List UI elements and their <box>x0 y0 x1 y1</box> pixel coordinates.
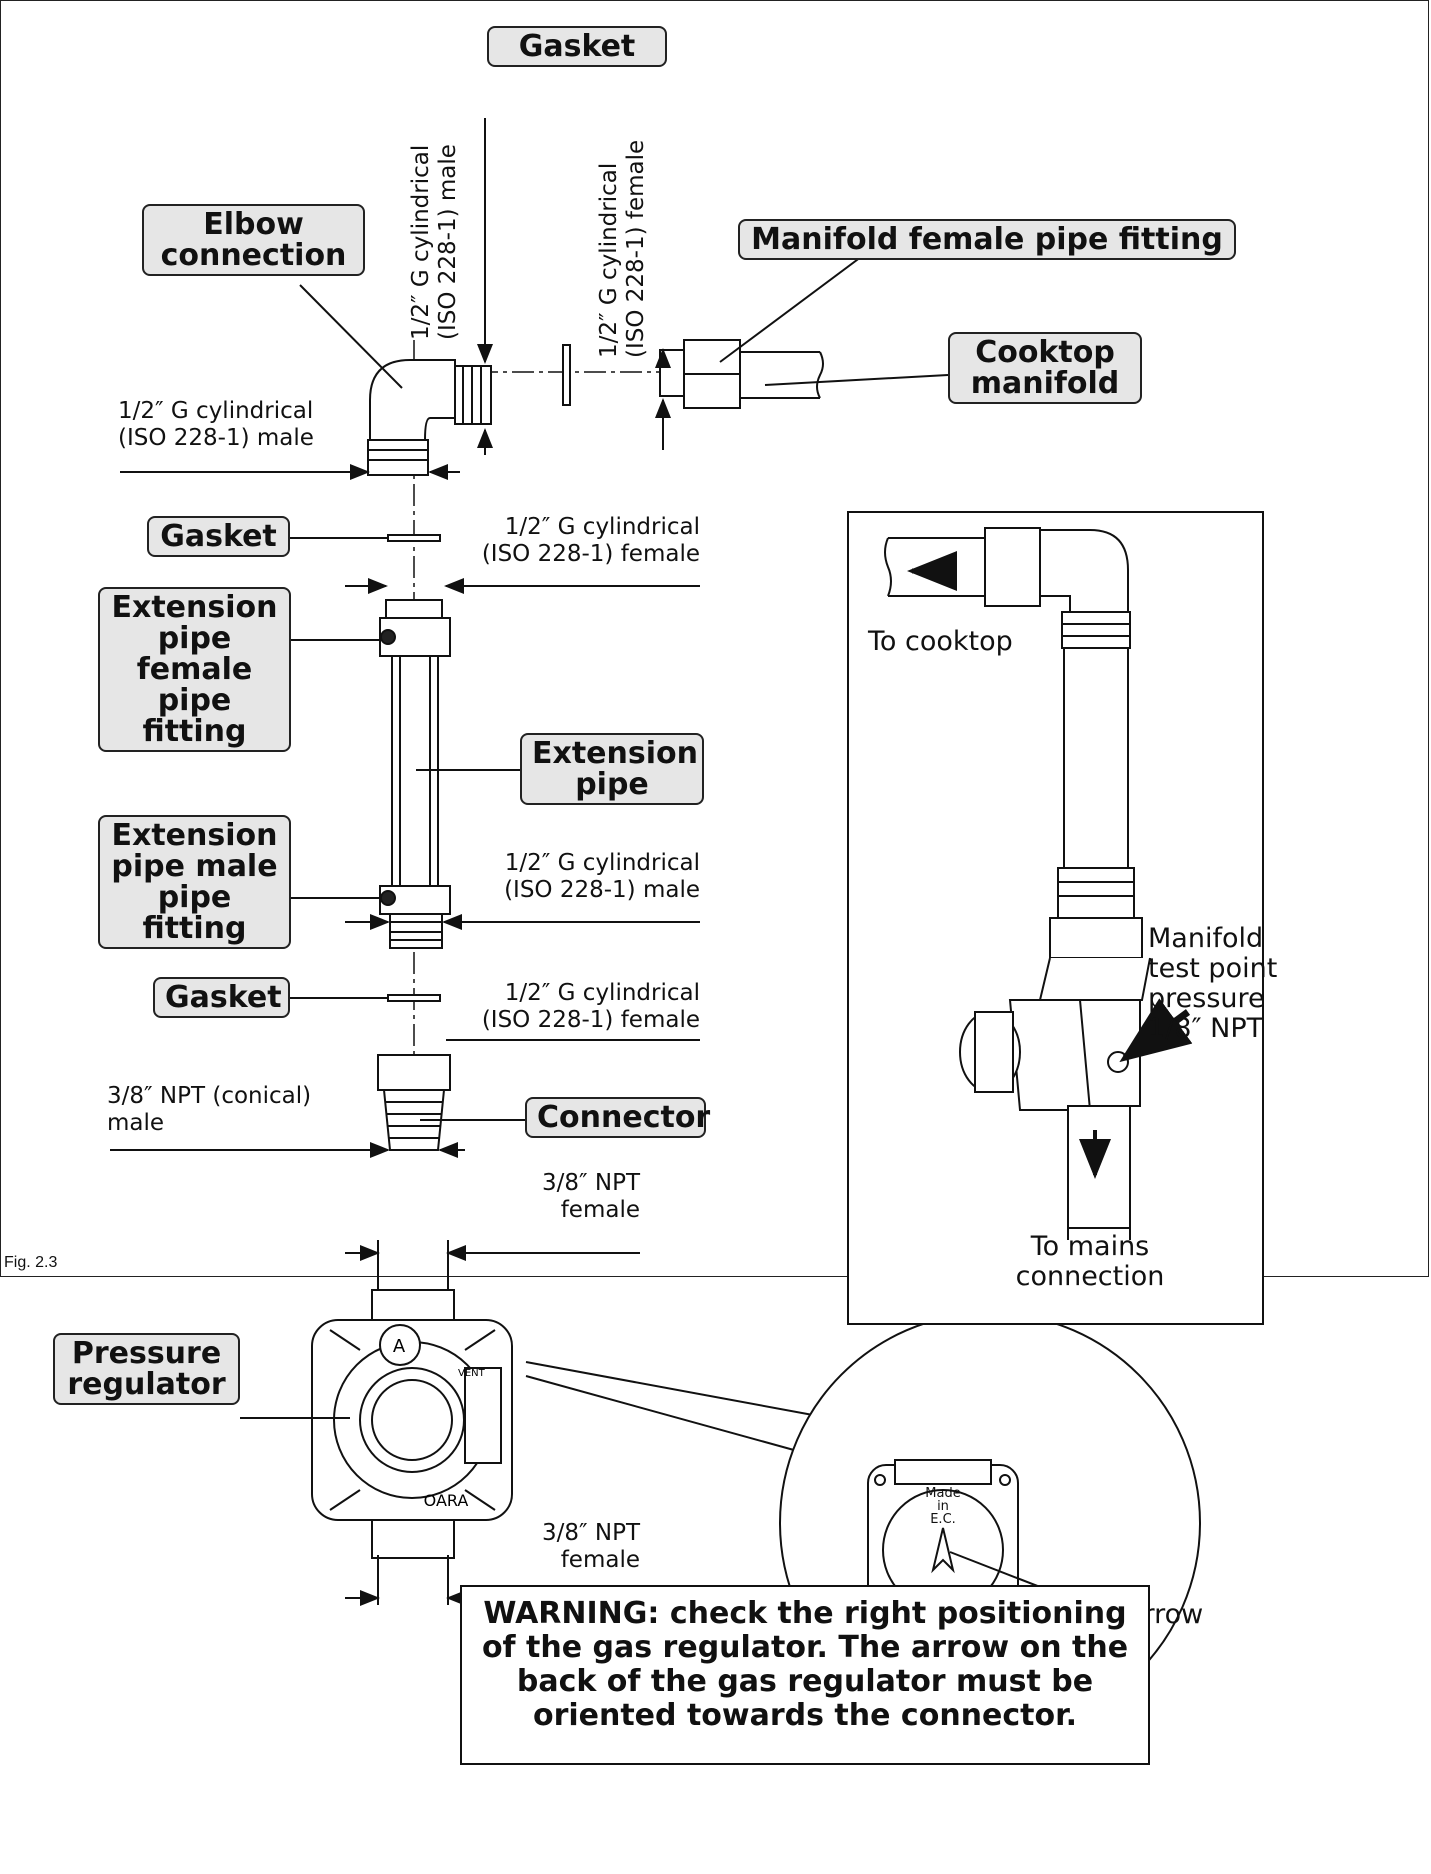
regulator-vent: VENT <box>458 1368 486 1379</box>
callout-gasket-2: Gasket <box>153 977 290 1018</box>
detail-made-in: Made in E.C. <box>925 1486 961 1527</box>
dim-regulator-bottom: 3/8″ NPT female <box>541 1520 640 1573</box>
callout-extension-female-fitting: Extension pipe female pipe fitting <box>98 587 291 752</box>
callout-gasket-1: Gasket <box>147 516 290 557</box>
regulator-letter: A <box>393 1336 406 1357</box>
regulator-brand: OARA <box>424 1491 469 1510</box>
callout-gasket-top: Gasket <box>487 26 667 67</box>
dim-connector-npt: 3/8″ NPT (conical) male <box>107 1083 312 1136</box>
dim-manifold-vertical-female: 1/2″ G cylindrical (ISO 228-1) female <box>596 139 649 358</box>
dim-elbow-vertical-male: 1/2″ G cylindrical (ISO 228-1) male <box>408 144 461 340</box>
callout-cooktop-manifold: Cooktop manifold <box>948 332 1142 404</box>
dim-elbow-bottom-male: 1/2″ G cylindrical (ISO 228-1) male <box>118 398 314 451</box>
dim-extension-male: 1/2″ G cylindrical (ISO 228-1) male <box>504 850 700 903</box>
callout-elbow-connection: Elbow connection <box>142 204 365 276</box>
callout-connector: Connector <box>525 1097 710 1138</box>
callout-pressure-regulator: Pressure regulator <box>53 1333 240 1405</box>
inset-to-mains: To mains connection <box>1015 1231 1165 1292</box>
callout-extension-male-fitting: Extension pipe male pipe fitting <box>98 815 291 949</box>
inset-to-cooktop: To cooktop <box>868 626 1013 657</box>
callout-manifold-female-fitting: Manifold female pipe fitting <box>738 219 1236 260</box>
callout-extension-pipe: Extension pipe <box>520 733 704 805</box>
figure-frame <box>0 0 1429 1277</box>
warning-box: WARNING: check the right positioning of … <box>460 1585 1150 1765</box>
figure-label: Fig. 2.3 <box>4 1254 58 1271</box>
inset-test-point: Manifold test point pressure 1/8″ NPT <box>1148 923 1278 1044</box>
dim-gasket2-female: 1/2″ G cylindrical (ISO 228-1) female <box>481 980 700 1033</box>
dim-gasket1-female: 1/2″ G cylindrical (ISO 228-1) female <box>481 514 700 567</box>
dim-regulator-top: 3/8″ NPT female <box>541 1170 640 1223</box>
